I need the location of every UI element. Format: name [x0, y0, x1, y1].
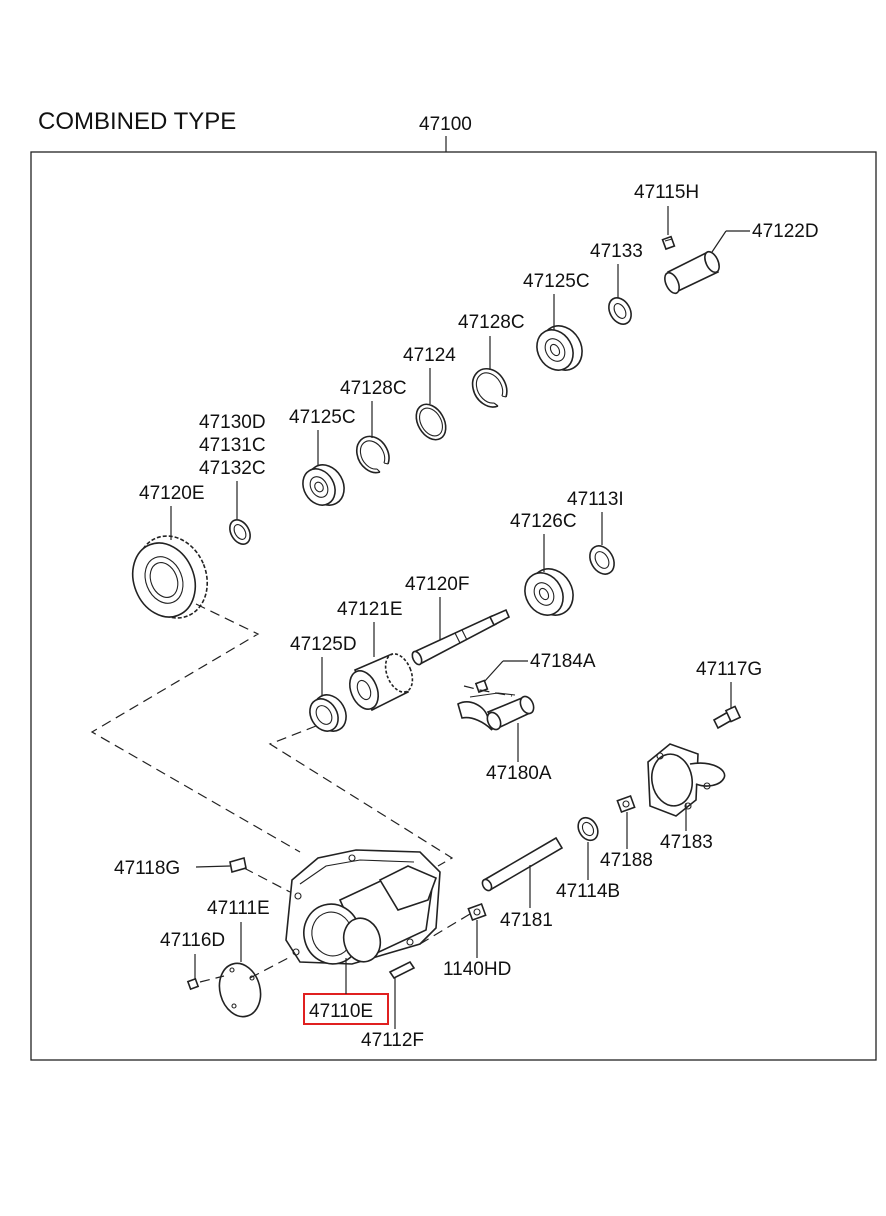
part-47118g-dowel-pin — [229, 856, 247, 874]
part-47130d-spacer — [229, 519, 251, 545]
label-47133: 47133 — [590, 241, 643, 262]
part-47125c-bearing-lower — [302, 464, 345, 506]
dashed-alignment-shaft — [268, 725, 454, 867]
part-47133-washer — [608, 297, 632, 325]
part-47114b-seal — [577, 816, 599, 842]
label-47128c-upper: 47128C — [458, 312, 525, 333]
part-47183-housing-cover — [647, 743, 726, 817]
label-47113i: 47113I — [567, 489, 624, 510]
dashed-alignment-dowel — [243, 867, 291, 893]
part-47181-rod — [481, 836, 564, 892]
label-47180a: 47180A — [486, 763, 552, 784]
part-47120e-gear — [131, 535, 209, 619]
label-47111e: 47111E — [207, 898, 270, 919]
label-47120f: 47120F — [405, 574, 469, 595]
label-47126c: 47126C — [510, 511, 577, 532]
part-47125d-bearing — [309, 694, 347, 732]
label-47115h: 47115H — [634, 182, 699, 203]
dashed-alignment-bolt — [419, 913, 471, 945]
dashed-alignment-cover — [249, 955, 293, 979]
part-47121e-gear-sleeve — [349, 652, 414, 712]
label-47125d: 47125D — [290, 634, 357, 655]
label-47120e: 47120E — [139, 483, 205, 504]
label-47110e: 47110E — [309, 1001, 373, 1022]
label-47114b: 47114B — [556, 881, 620, 902]
part-1140hd-bolt — [467, 902, 487, 922]
part-47180a-shift-fork — [457, 692, 535, 731]
label-47183: 47183 — [660, 832, 713, 853]
label-47132c: 47132C — [199, 458, 266, 479]
part-47111e-cover-plate — [218, 962, 262, 1018]
part-47110e-transfer-case — [285, 849, 441, 965]
assembly-frame — [30, 151, 877, 1061]
leader-47118g — [195, 865, 231, 868]
label-47118g: 47118G — [114, 858, 180, 879]
label-47188: 47188 — [600, 850, 653, 871]
label-47131c: 47131C — [199, 435, 266, 456]
part-47122d-sleeve — [664, 250, 720, 295]
part-47113i-seal — [589, 545, 615, 575]
label-47128c-lower: 47128C — [340, 378, 407, 399]
dashed-alignment-gear — [90, 603, 301, 853]
part-47115h-pin — [661, 235, 676, 251]
label-47125c-lower: 47125C — [289, 407, 356, 428]
dashed-alignment-screw — [463, 685, 513, 697]
part-47128c-snap-ring-upper — [471, 367, 508, 408]
part-47128c-snap-ring-lower — [356, 435, 390, 474]
label-47124: 47124 — [403, 345, 456, 366]
label-47122d: 47122D — [752, 221, 819, 242]
label-47112f: 47112F — [361, 1030, 424, 1051]
part-47120f-shaft — [411, 608, 511, 666]
part-47125c-bearing-upper — [536, 325, 583, 371]
label-47117g: 47117G — [696, 659, 762, 680]
label-47121e: 47121E — [337, 599, 403, 620]
diagram-title: COMBINED TYPE — [38, 108, 236, 135]
part-47188-plug — [616, 794, 636, 814]
label-assembly-47100: 47100 — [419, 114, 472, 135]
part-47124-ring — [415, 403, 447, 441]
part-47117g-bolt — [712, 705, 742, 730]
label-47125c-upper: 47125C — [523, 271, 590, 292]
label-1140hd: 1140HD — [443, 959, 511, 980]
part-47126c-bearing — [524, 568, 574, 616]
part-47112f-clip — [388, 960, 416, 980]
label-47184a: 47184A — [530, 651, 596, 672]
part-47116d-screw — [186, 977, 200, 991]
label-47116d: 47116D — [160, 930, 225, 951]
dashed-alignment-screw-cover — [199, 975, 225, 983]
label-47181: 47181 — [500, 910, 553, 931]
label-47130d: 47130D — [199, 412, 266, 433]
